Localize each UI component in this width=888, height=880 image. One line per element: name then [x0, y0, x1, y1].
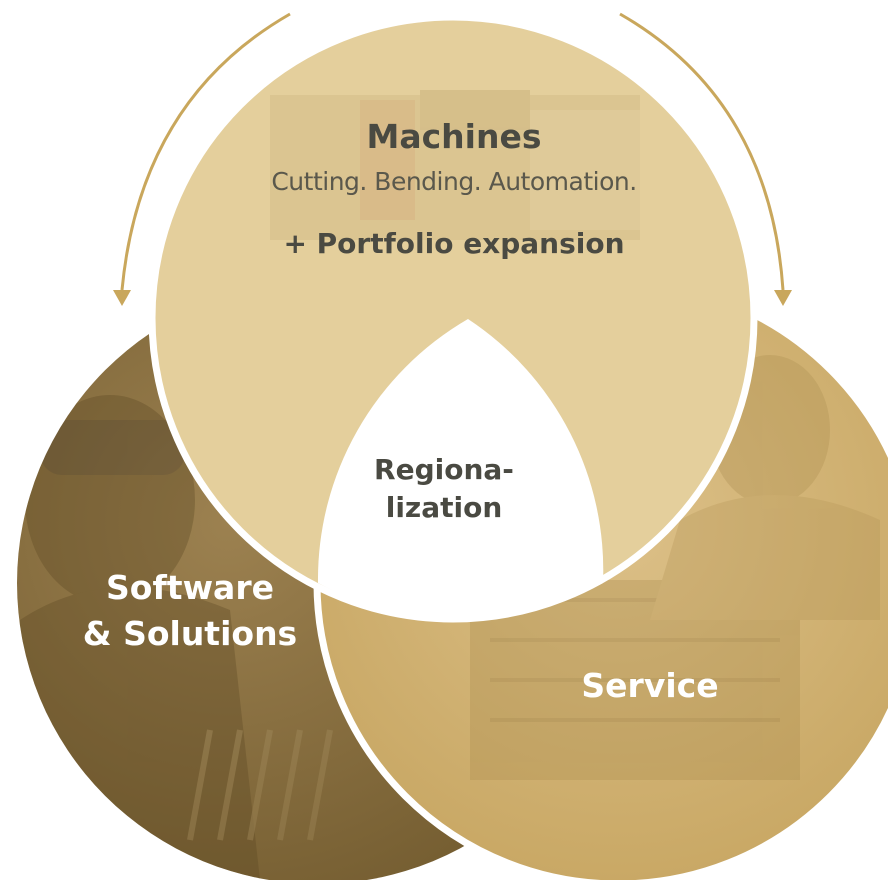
right-curved-arrow-icon [619, 12, 792, 306]
left-curved-arrow-icon [113, 12, 291, 306]
software-line-1: Software [106, 568, 274, 607]
portfolio-expansion-label: + Portfolio expansion [283, 227, 625, 260]
software-line-2: & Solutions [82, 614, 298, 654]
machines-title: Machines [366, 117, 542, 156]
service-label: Service [581, 666, 719, 705]
regionalization-line-2: lization [385, 490, 503, 524]
regionalization-label: Regiona- lization [334, 451, 554, 527]
machines-subtitle: Cutting. Bending. Automation. [271, 167, 637, 196]
regionalization-line-1: Regiona- [374, 453, 514, 486]
machines-circle [148, 13, 758, 623]
center-intersection [317, 319, 604, 619]
software-label: Software & Solutions [40, 565, 340, 657]
